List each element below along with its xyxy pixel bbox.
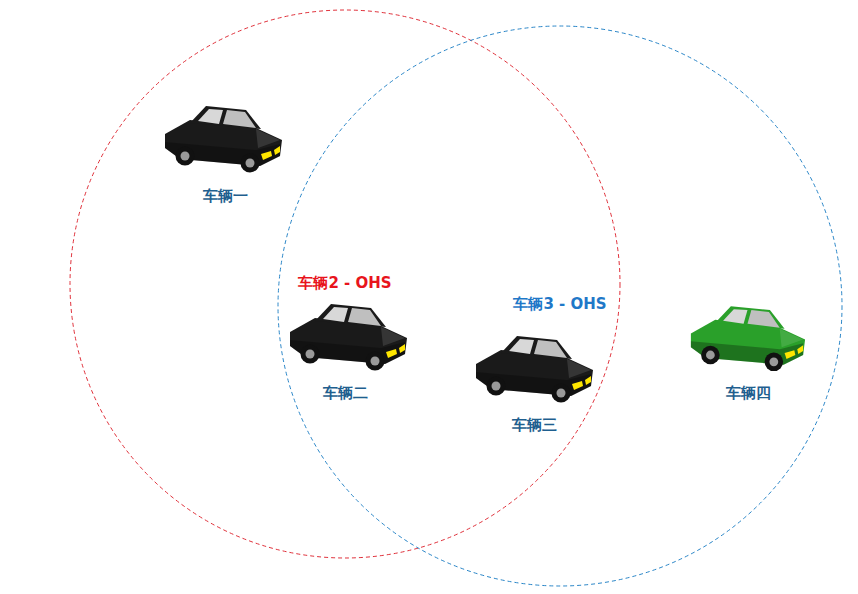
range-circle-blue (278, 26, 842, 586)
car-icon (476, 336, 593, 403)
vehicle-label: 车辆一 (200, 186, 251, 206)
vehicle-label: 车辆二 (320, 383, 371, 403)
vehicle-label: 车辆三 (509, 415, 560, 435)
range-label: 车辆2 - OHS (295, 273, 394, 293)
car-icon (165, 106, 282, 173)
car-icon-green (691, 306, 805, 371)
range-circle-red (70, 10, 620, 558)
vehicle-label: 车辆四 (723, 383, 774, 403)
range-label: 车辆3 - OHS (510, 294, 609, 314)
car-icon (290, 304, 407, 371)
